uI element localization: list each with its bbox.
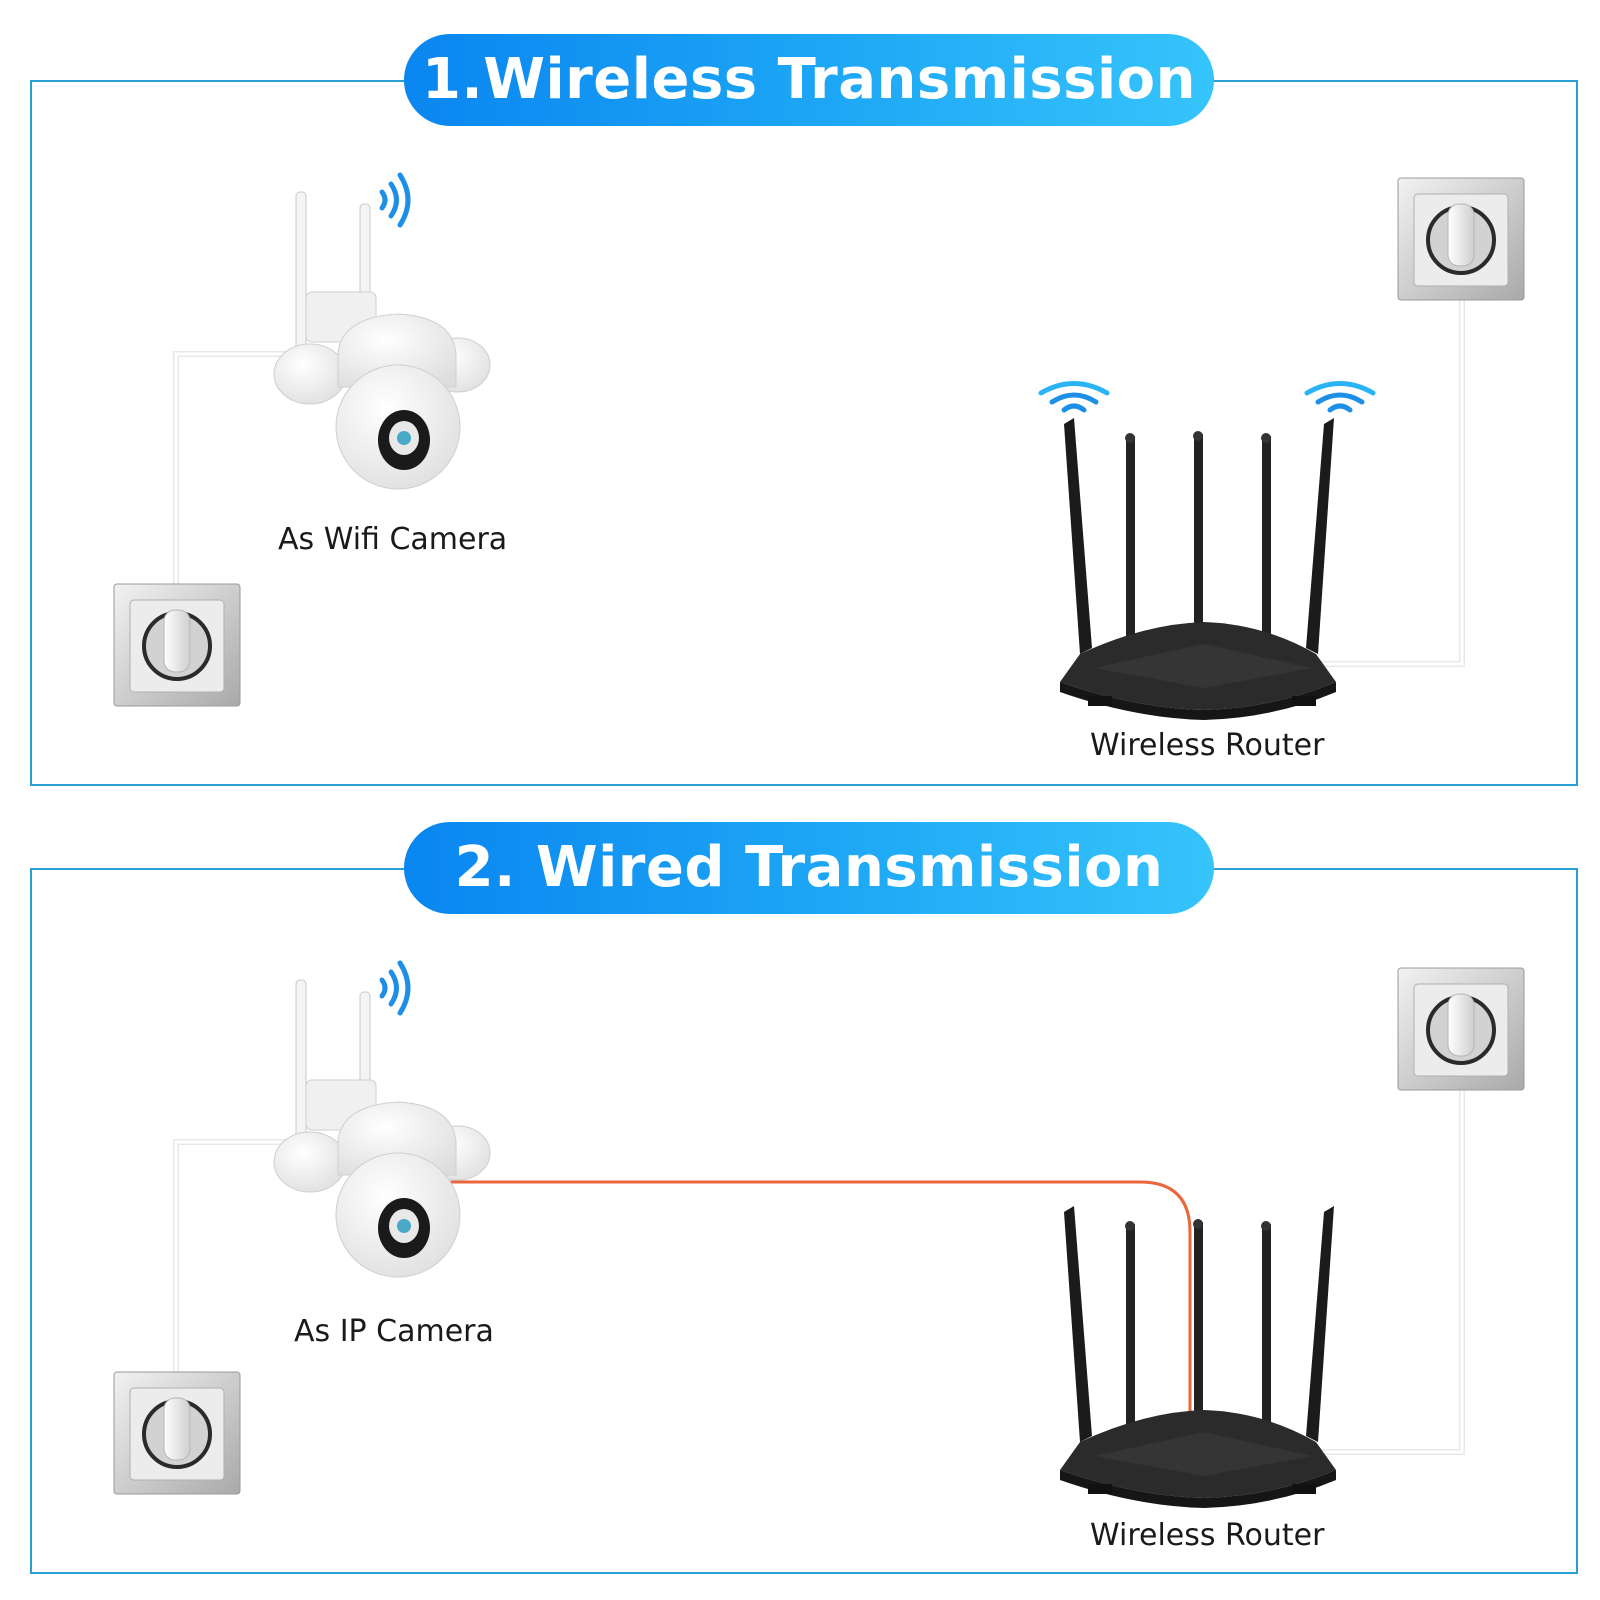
wall-socket <box>112 582 242 708</box>
ethernet-cable <box>430 1180 1192 1420</box>
wireless-router-image <box>1060 418 1336 720</box>
wall-socket <box>1396 176 1526 302</box>
wireless-router-image <box>1060 1206 1336 1508</box>
camera-wifi-icon <box>382 175 408 225</box>
wireless-transmission-title: 1.Wireless Transmission <box>404 34 1214 126</box>
ip-camera-label: As IP Camera <box>294 1314 494 1349</box>
wireless-router-label: Wireless Router <box>1090 1518 1325 1553</box>
camera-wifi-icon <box>382 963 408 1013</box>
router-wifi-icon <box>1307 384 1373 411</box>
router-power-cable <box>1320 296 1465 667</box>
wired-transmission-title: 2. Wired Transmission <box>404 822 1214 914</box>
wireless-router-label: Wireless Router <box>1090 728 1325 763</box>
wifi-camera-label: As Wifi Camera <box>278 522 508 557</box>
router-power-cable <box>1320 1086 1465 1455</box>
wifi-camera-image <box>273 191 491 490</box>
camera-power-cable <box>173 1139 296 1378</box>
wall-socket <box>1396 966 1526 1092</box>
wireless-section-art <box>112 175 1526 720</box>
wall-socket <box>112 1370 242 1496</box>
wired-section-art <box>112 963 1526 1508</box>
router-wifi-icon <box>1041 384 1107 411</box>
ip-camera-image <box>273 979 491 1278</box>
